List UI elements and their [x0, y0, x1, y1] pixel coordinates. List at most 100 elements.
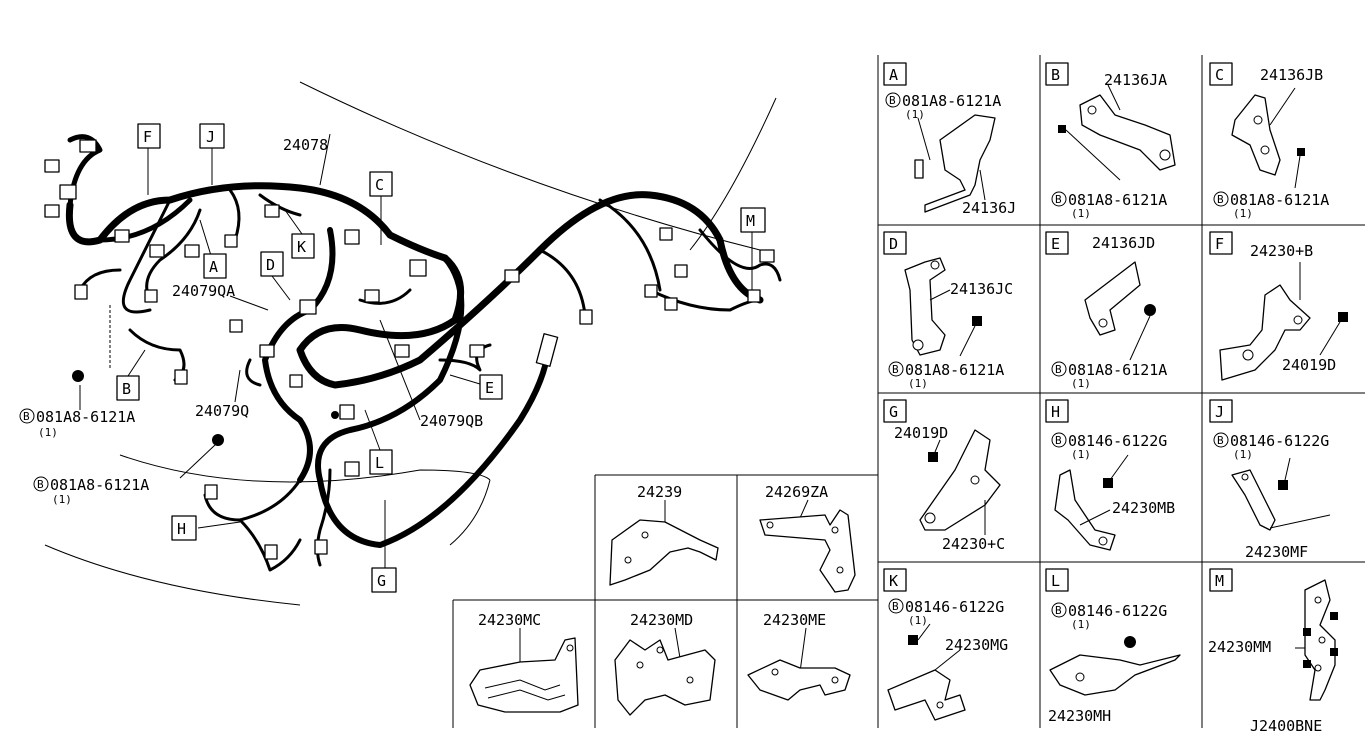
svg-text:24136JD: 24136JD	[1092, 234, 1155, 252]
svg-text:B: B	[1055, 193, 1062, 206]
svg-text:G: G	[889, 403, 898, 421]
svg-text:B: B	[1217, 193, 1224, 206]
svg-text:A: A	[209, 258, 218, 276]
svg-text:B: B	[892, 363, 899, 376]
callout-box-c[interactable]: C	[369, 171, 393, 197]
svg-text:K: K	[889, 572, 898, 590]
callout-box-a[interactable]: A	[203, 253, 227, 279]
svg-text:B: B	[1051, 66, 1060, 84]
label-24079qa: 24079QA	[172, 282, 235, 300]
bolt-callout-lower: B 081A8-6121A (1)	[33, 476, 149, 506]
panel-k: K B 08146-6122G (1) 24230MG	[883, 568, 1008, 721]
svg-text:E: E	[1051, 235, 1060, 253]
svg-text:M: M	[1215, 572, 1224, 590]
callout-box-d[interactable]: D	[260, 251, 284, 277]
svg-text:081A8-6121A: 081A8-6121A	[36, 408, 135, 426]
callout-box-b[interactable]: B	[116, 375, 140, 401]
svg-text:(1): (1)	[1071, 448, 1091, 461]
harness-trunk	[65, 134, 782, 572]
svg-text:24019D: 24019D	[1282, 356, 1336, 374]
svg-text:C: C	[375, 176, 384, 194]
panel-a: A B 081A8-6121A (1) 24136J	[883, 62, 1016, 217]
svg-text:08146-6122G: 08146-6122G	[1230, 432, 1329, 450]
panel-l: L B 08146-6122G (1) 24230MH	[1045, 568, 1181, 725]
label-24079q: 24079Q	[195, 402, 249, 420]
detail-grid	[452, 55, 1365, 728]
svg-text:B: B	[889, 94, 896, 107]
svg-text:M: M	[746, 212, 755, 230]
svg-text:(1): (1)	[38, 426, 58, 439]
svg-text:B: B	[892, 600, 899, 613]
svg-text:08146-6122G: 08146-6122G	[1068, 602, 1167, 620]
svg-text:A: A	[889, 66, 898, 84]
callout-box-m[interactable]: M	[740, 207, 766, 233]
svg-text:24230MF: 24230MF	[1245, 543, 1308, 561]
panel-24230mc: 24230MC	[469, 611, 579, 713]
svg-text:24230MB: 24230MB	[1112, 499, 1175, 517]
panel-24230me: 24230ME	[747, 611, 851, 701]
svg-text:L: L	[1051, 572, 1060, 590]
svg-text:H: H	[177, 520, 186, 538]
svg-text:(1): (1)	[52, 493, 72, 506]
svg-text:B: B	[1217, 434, 1224, 447]
svg-text:B: B	[23, 410, 30, 423]
svg-text:J: J	[206, 128, 215, 146]
svg-text:081A8-6121A: 081A8-6121A	[1230, 191, 1329, 209]
svg-text:H: H	[1051, 403, 1060, 421]
svg-text:F: F	[1215, 235, 1224, 253]
svg-text:B: B	[1055, 363, 1062, 376]
svg-text:24136JC: 24136JC	[950, 280, 1013, 298]
svg-text:B: B	[1055, 434, 1062, 447]
callout-box-f[interactable]: F	[137, 123, 161, 149]
panel-d: D 24136JC B 081A8-6121A (1)	[883, 231, 1013, 390]
svg-text:(1): (1)	[1071, 618, 1091, 631]
callout-box-j[interactable]: J	[199, 123, 225, 149]
svg-text:24230MC: 24230MC	[478, 611, 541, 629]
svg-text:B: B	[1055, 604, 1062, 617]
callout-box-k[interactable]: K	[291, 233, 315, 259]
callout-box-l[interactable]: L	[369, 449, 393, 475]
panel-m: M 24230MM	[1208, 568, 1338, 701]
svg-text:(1): (1)	[908, 614, 928, 627]
svg-text:J: J	[1215, 403, 1224, 421]
svg-text:24019D: 24019D	[894, 424, 948, 442]
panel-f: F 24230+B 24019D	[1209, 231, 1348, 381]
svg-text:E: E	[485, 379, 494, 397]
panel-24230md: 24230MD	[614, 611, 716, 716]
svg-text:K: K	[297, 238, 306, 256]
diagram-code: J2400BNE	[1250, 717, 1322, 735]
svg-text:24230+C: 24230+C	[942, 535, 1005, 553]
svg-text:081A8-6121A: 081A8-6121A	[905, 361, 1004, 379]
panel-24239: 24239	[609, 483, 719, 586]
callout-box-e[interactable]: E	[479, 374, 503, 400]
svg-text:24230MM: 24230MM	[1208, 638, 1271, 656]
panel-g: G 24019D 24230+C	[883, 399, 1005, 553]
panel-e: E 24136JD B 081A8-6121A (1)	[1045, 231, 1167, 390]
svg-text:(1): (1)	[905, 108, 925, 121]
panel-24269za: 24269ZA	[759, 483, 856, 593]
svg-text:24230MG: 24230MG	[945, 636, 1008, 654]
label-24079qb: 24079QB	[420, 412, 483, 430]
svg-text:24239: 24239	[637, 483, 682, 501]
callout-box-h[interactable]: H	[171, 515, 197, 541]
callout-box-g[interactable]: G	[371, 567, 397, 593]
svg-text:D: D	[266, 256, 275, 274]
svg-text:24230MD: 24230MD	[630, 611, 693, 629]
main-harness-view: F J A K D C M B E L H G 24078 24079QA 24…	[19, 81, 782, 606]
svg-text:(1): (1)	[908, 377, 928, 390]
panel-c: C 24136JB B 081A8-6121A (1)	[1209, 62, 1329, 220]
bolt-symbols	[72, 370, 339, 446]
svg-text:L: L	[375, 454, 384, 472]
svg-text:24136J: 24136J	[962, 199, 1016, 217]
svg-text:(1): (1)	[1233, 207, 1253, 220]
svg-text:081A8-6121A: 081A8-6121A	[1068, 191, 1167, 209]
svg-text:D: D	[889, 235, 898, 253]
svg-text:C: C	[1215, 66, 1224, 84]
svg-text:24230MH: 24230MH	[1048, 707, 1111, 725]
svg-text:24136JB: 24136JB	[1260, 66, 1323, 84]
svg-text:G: G	[377, 572, 386, 590]
panel-h: H B 08146-6122G (1) 24230MB	[1045, 399, 1175, 551]
svg-text:24269ZA: 24269ZA	[765, 483, 828, 501]
panel-j: J B 08146-6122G (1) 24230MF	[1209, 399, 1331, 561]
